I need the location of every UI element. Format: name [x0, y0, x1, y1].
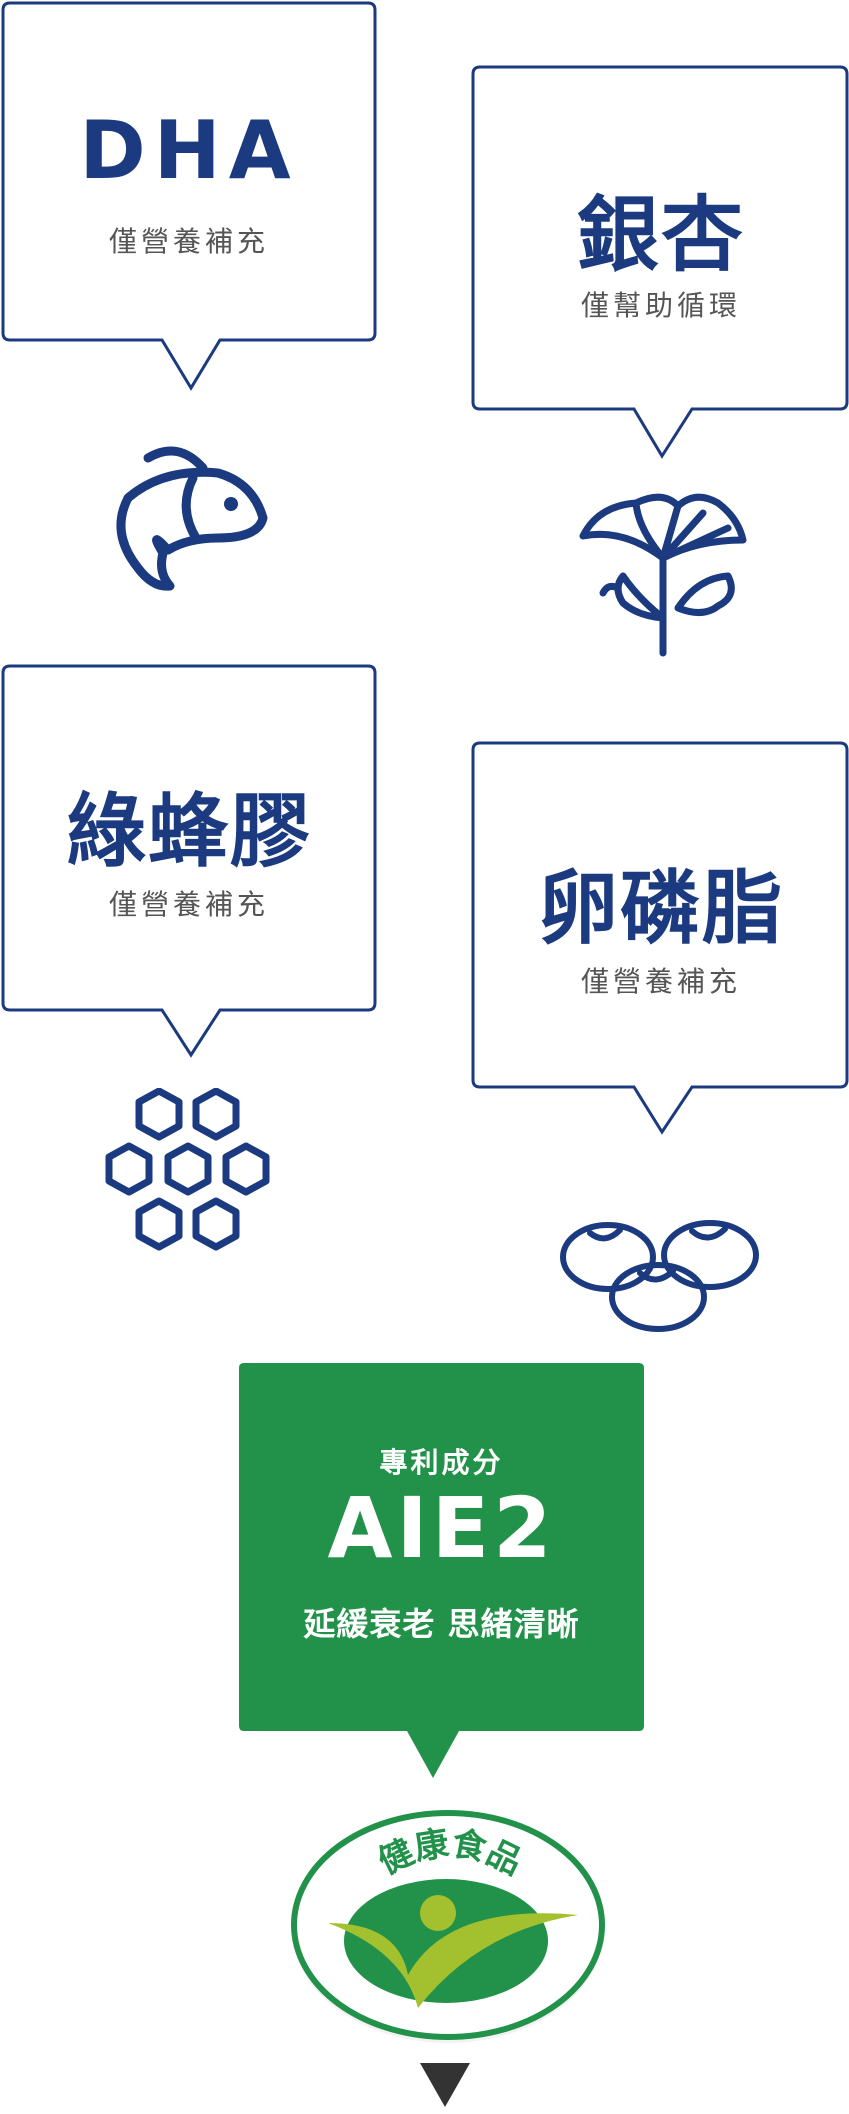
speech-bubble: [1, 664, 377, 1058]
card-title: DHA: [79, 104, 299, 197]
card-green-propolis: 綠蜂膠 僅營養補充: [1, 664, 377, 1058]
down-arrow-icon: [420, 2063, 470, 2107]
health-food-badge-icon: 健康食品: [291, 1810, 605, 2043]
fish-icon: [116, 446, 268, 591]
card-title: 卵磷脂: [538, 862, 784, 955]
patent-callout: 專利成分 AIE2 延緩衰老 思緒清晰: [239, 1363, 644, 1781]
patent-tagline: 延緩衰老 思緒清晰: [303, 1605, 580, 1643]
card-title: 綠蜂膠: [66, 785, 312, 878]
card-subtitle: 僅幫助循環: [580, 289, 741, 322]
card-subtitle: 僅營養補充: [580, 965, 741, 998]
honeycomb-icon: [105, 1088, 270, 1251]
callout-shape: [239, 1363, 644, 1778]
card-title: 銀杏: [576, 188, 745, 283]
speech-bubble: [471, 65, 849, 459]
speech-bubble: [1, 1, 377, 391]
card-dha: DHA 僅營養補充: [1, 1, 377, 392]
card-subtitle: 僅營養補充: [108, 888, 269, 921]
card-ginkgo: 銀杏 僅幫助循環: [471, 65, 849, 462]
card-lecithin: 卵磷脂 僅營養補充: [471, 741, 849, 1135]
speech-bubble: [471, 741, 849, 1135]
ginkgo-leaf-icon: [579, 493, 747, 657]
patent-name: AIE2: [327, 1479, 556, 1577]
soybean-icon: [560, 1220, 759, 1332]
patent-label: 專利成分: [379, 1446, 504, 1479]
card-subtitle: 僅營養補充: [108, 225, 269, 258]
